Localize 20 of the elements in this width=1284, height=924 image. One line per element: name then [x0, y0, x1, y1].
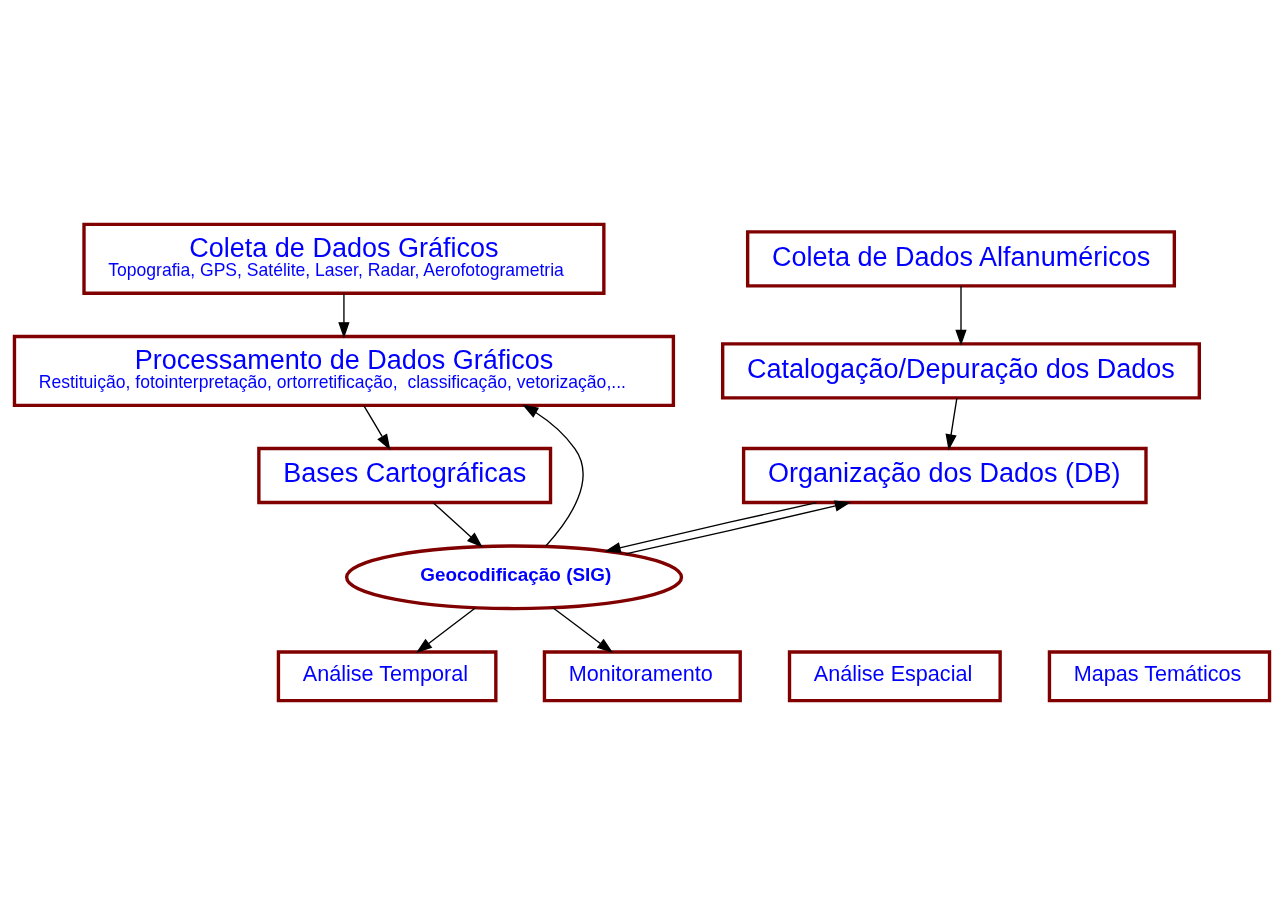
node-box: Organização dos Dados (DB)	[741, 446, 1148, 504]
node-box: Mapas Temáticos	[1047, 649, 1272, 702]
arrow	[522, 404, 584, 547]
arrow	[955, 284, 967, 346]
arrow	[625, 499, 851, 554]
arrow	[945, 396, 958, 450]
node-box: Coleta de Dados Alfanuméricos	[745, 229, 1177, 288]
arrow	[552, 606, 614, 653]
arrow	[604, 501, 818, 553]
node-box: Bases Cartográficas	[257, 446, 553, 504]
node-box: Monitoramento	[542, 649, 742, 702]
node-box: Catalogação/Depuração dos Dados	[721, 341, 1201, 400]
node-box: Processamento de Dados Gráficos Restituição, fotointerpretação, ortorretificação, classificação, vetorização,...	[12, 334, 676, 407]
arrow	[416, 606, 476, 653]
arrow	[338, 292, 350, 338]
arrow	[432, 501, 483, 548]
node-box: Análise Espacial	[787, 649, 1002, 702]
arrow	[363, 404, 391, 450]
node-box: Coleta de Dados Gráficos Topografia, GPS, Satélite, Laser, Radar, Aerofotogrametria	[82, 222, 606, 295]
node-box: Análise Temporal	[276, 649, 498, 702]
